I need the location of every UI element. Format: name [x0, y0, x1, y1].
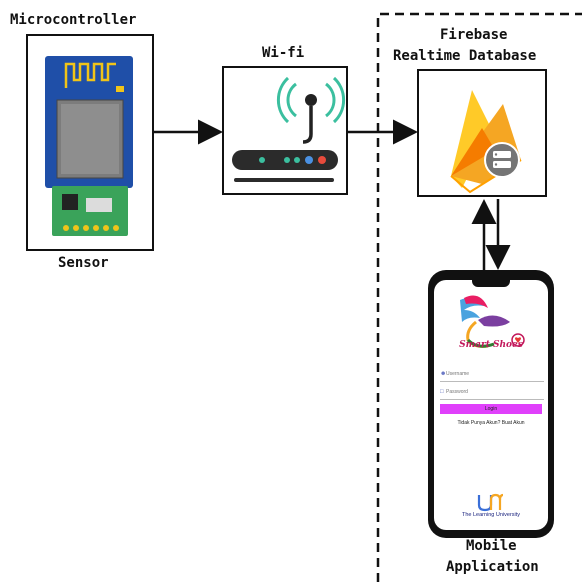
- username-placeholder: Username: [446, 371, 470, 377]
- lock-icon: □: [440, 389, 444, 395]
- login-button[interactable]: Login: [440, 404, 542, 414]
- wifi-label: Wi-fi: [262, 45, 305, 61]
- sensor-label: Sensor: [58, 255, 109, 271]
- firebase-flame-icon: [450, 90, 522, 194]
- smart-shoes-logo: [460, 295, 525, 348]
- university-name: The Learning University: [461, 512, 521, 518]
- database-server-icon: [484, 142, 520, 178]
- wifi-router-icon: [232, 76, 346, 182]
- firebase-label-line2: Realtime Database: [393, 48, 537, 64]
- username-field[interactable]: ☻Username: [440, 368, 544, 382]
- mobile-phone: Smart Shoes ☻Username □Password Login Ti…: [428, 270, 554, 538]
- microcontroller-label: Microcontroller: [10, 12, 137, 28]
- wifi-box: [222, 66, 348, 195]
- firebase-label-line1: Firebase: [440, 27, 508, 43]
- mobile-label-line1: Mobile: [466, 538, 517, 554]
- sensor-module-icon: [52, 186, 128, 236]
- university-logo: [477, 493, 504, 512]
- phone-notch: [472, 280, 510, 287]
- app-screen: Smart Shoes ☻Username □Password Login Ti…: [434, 280, 548, 530]
- password-placeholder: Password: [446, 389, 468, 395]
- password-field[interactable]: □Password: [440, 386, 544, 400]
- signup-link[interactable]: Tidak Punya Akun? Buat Akun: [457, 420, 525, 426]
- app-title: Smart Shoes: [459, 340, 523, 350]
- mobile-label-line2: Application: [446, 559, 539, 575]
- user-icon: ☻: [440, 371, 447, 377]
- esp-board-icon: [45, 56, 133, 188]
